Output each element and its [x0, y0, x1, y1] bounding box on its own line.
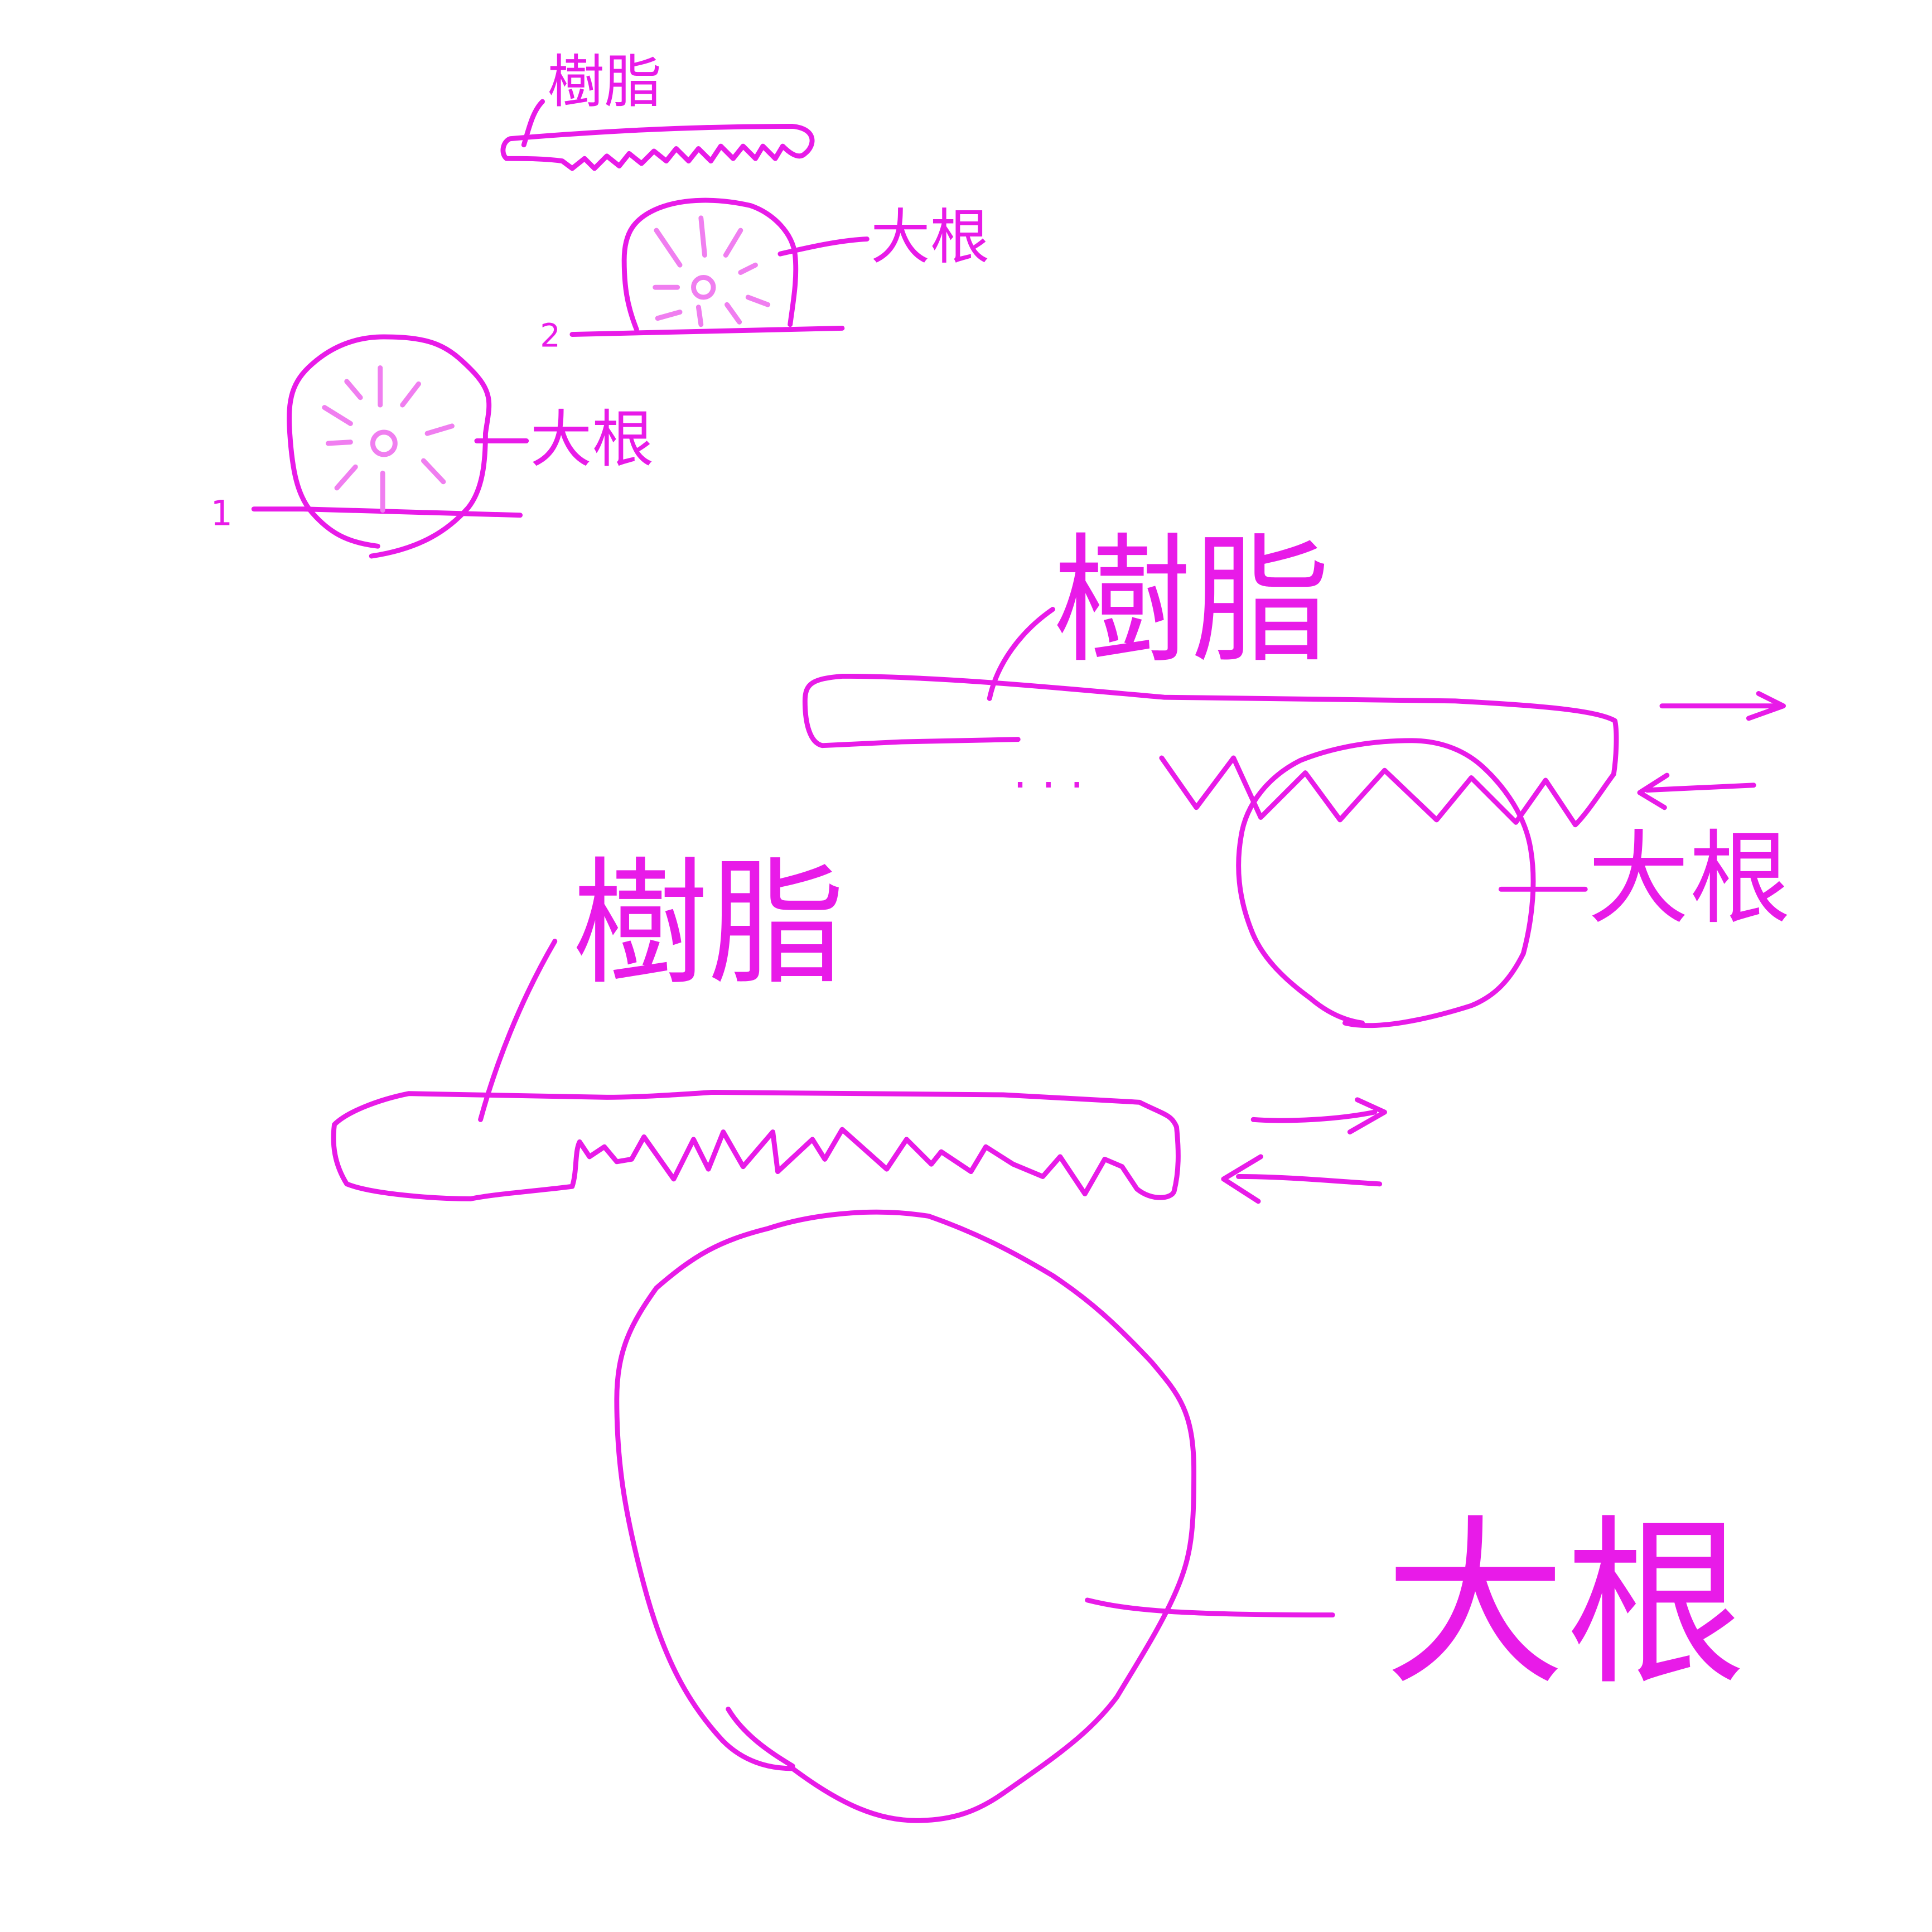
- step-2-group: 2 大根 樹脂: [500, 49, 989, 355]
- step-3-ellipsis: . . .: [1013, 746, 1084, 798]
- step-3-left-arrow: [1637, 772, 1756, 810]
- step-3-daikon-outline: [1236, 738, 1536, 1028]
- step-2-resin-label: 樹脂: [547, 49, 661, 115]
- step-3-resin-label: 樹脂: [1052, 520, 1330, 682]
- step-2-daikon-leader: [777, 236, 870, 257]
- step-4-daikon-label: 大根: [1385, 1500, 1746, 1710]
- step-3-group: 樹脂 . . . 大根: [802, 520, 1791, 1028]
- step-4-resin-label: 樹脂: [572, 844, 845, 1003]
- step-2-daikon-label: 大根: [871, 203, 989, 272]
- step-2-number: 2: [540, 317, 561, 355]
- step-3-daikon-label: 大根: [1588, 820, 1791, 938]
- step-4-resin-bar: [331, 1090, 1181, 1201]
- step-3-resin-leader: [987, 607, 1055, 701]
- step-1-daikon-outline: [287, 334, 492, 559]
- step-2-radial-lines: [653, 215, 771, 327]
- step-4-group: 樹脂 大根: [331, 844, 1746, 1823]
- step-2-ground-line: [569, 325, 845, 337]
- step-4-daikon-outline: [614, 1209, 1197, 1823]
- step-4-daikon-leader: [1085, 1597, 1335, 1617]
- step-2-resin-leader: [521, 99, 545, 148]
- step-4-right-arrow: [1250, 1097, 1387, 1134]
- step-1-ground-line: [251, 506, 523, 518]
- step-4-resin-leader: [478, 939, 558, 1122]
- step-3-resin-bar: [802, 673, 1619, 828]
- step-2-daikon-outline: [621, 197, 799, 332]
- step-4-left-arrow: [1221, 1154, 1383, 1204]
- step-1-radial-lines: [322, 365, 455, 513]
- step-1-group: 1 大根: [210, 334, 654, 559]
- step-1-number: 1: [210, 492, 233, 533]
- step-3-right-arrow: [1659, 691, 1786, 721]
- step-2-resin-bar: [500, 124, 815, 171]
- step-1-daikon-label: 大根: [530, 404, 654, 476]
